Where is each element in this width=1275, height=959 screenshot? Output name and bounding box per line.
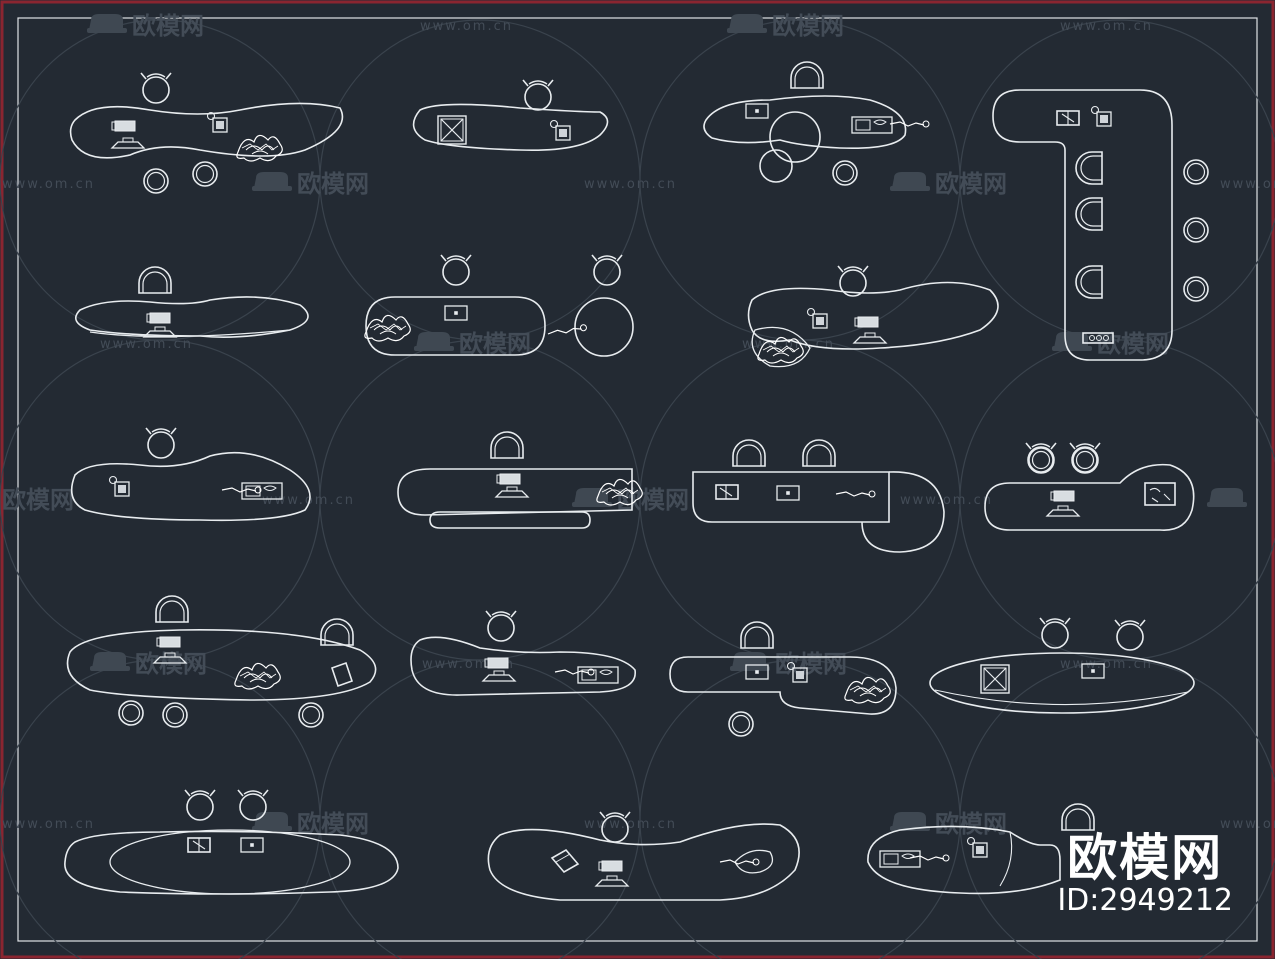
desk-layout-r3c1 xyxy=(70,427,311,522)
desk-layout-r1c3 xyxy=(703,61,930,186)
desk-layout-r4c4 xyxy=(929,617,1195,714)
desk-layout-r1c1 xyxy=(69,72,344,194)
desk-layout-r2c1 xyxy=(74,266,309,338)
watermark-url-text: www.om.cn xyxy=(584,177,677,192)
watermark-url-text: www.om.cn xyxy=(1220,817,1275,832)
desk-layout-r3c4 xyxy=(984,442,1195,531)
desk-layout-r2c2 xyxy=(364,254,634,357)
watermark-logo-text: 欧模网 xyxy=(935,810,1007,838)
brand-watermark: 欧模网 ID:2949212 xyxy=(1057,833,1233,919)
watermark-logo-text: 欧模网 xyxy=(1097,330,1169,358)
desk-layout-r1c2 xyxy=(412,79,609,152)
watermark-url-text: www.om.cn xyxy=(742,337,835,352)
watermark-logo-text: 欧模网 xyxy=(132,12,204,40)
desk-layout-r5c1 xyxy=(64,789,399,895)
watermark-logo-text: 欧模网 xyxy=(772,12,844,40)
watermark-logo-text: 欧模网 xyxy=(775,650,847,678)
watermark-url-text: www.om.cn xyxy=(2,177,95,192)
watermark-logo-text: 欧模网 xyxy=(135,650,207,678)
watermark-url-text: www.om.cn xyxy=(900,493,993,508)
watermark-logo-text: 欧模网 xyxy=(297,170,369,198)
watermark-url-text: www.om.cn xyxy=(1060,19,1153,34)
desk-layout-r3c2 xyxy=(397,431,644,529)
desk-layout-r1c4-lshape xyxy=(992,89,1209,361)
desk-layout-r4c2 xyxy=(410,610,636,696)
desk-layout-r2c3 xyxy=(747,265,999,368)
watermark-url-text: www.om.cn xyxy=(262,493,355,508)
watermark-url-text: www.om.cn xyxy=(584,817,677,832)
watermark-url-text: www.om.cn xyxy=(420,19,513,34)
brand-id-label: ID:2949212 xyxy=(1057,883,1233,918)
watermark-url-text: www.om.cn xyxy=(100,337,193,352)
desk-layout-r5c3 xyxy=(867,803,1095,895)
watermark-url-text: www.om.cn xyxy=(2,817,95,832)
desk-layout-r4c1 xyxy=(66,595,377,728)
watermark-logo-text: 欧模网 xyxy=(459,330,531,358)
watermark-circles xyxy=(0,19,1275,959)
watermark-url-text: www.om.cn xyxy=(1220,177,1275,192)
watermark-logo-text: 欧模网 xyxy=(2,486,74,514)
desk-layout-r5c2 xyxy=(487,811,800,901)
watermark-url-text: www.om.cn xyxy=(1060,657,1153,672)
desk-layout-r3c3 xyxy=(692,439,945,553)
brand-name: 欧模网 xyxy=(1067,829,1224,887)
desk-layout-r4c3 xyxy=(669,621,897,737)
watermark-logo-text: 欧模网 xyxy=(935,170,1007,198)
inner-frame xyxy=(17,17,1258,942)
